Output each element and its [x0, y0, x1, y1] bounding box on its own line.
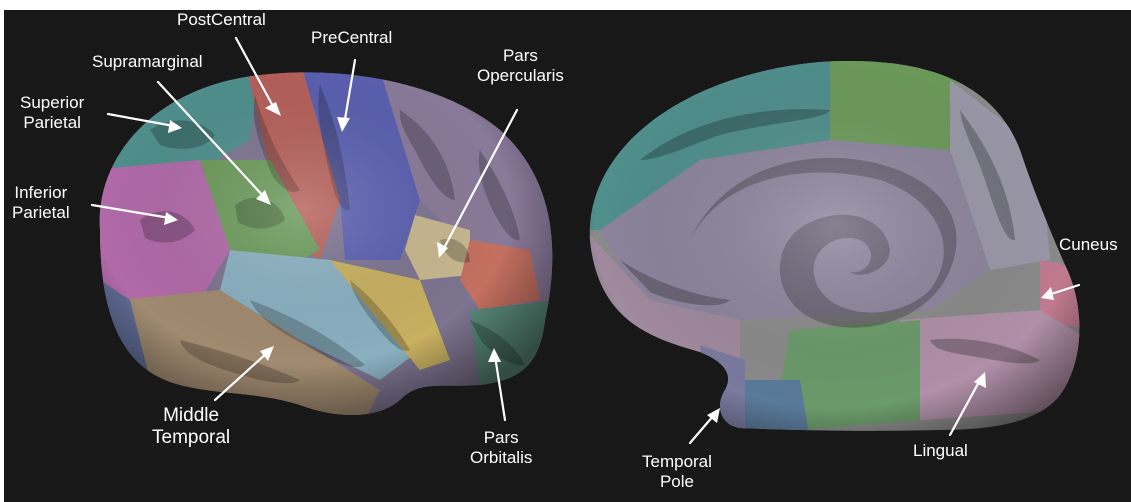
- label-postcentral: PostCentral: [177, 10, 266, 30]
- label-precentral: PreCentral: [311, 28, 392, 48]
- label-supramarginal: Supramarginal: [92, 52, 203, 72]
- label-lingual: Lingual: [913, 441, 968, 461]
- label-pars-opercularis: Pars Opercularis: [477, 46, 564, 86]
- arrow-temporal-pole: [690, 415, 714, 443]
- lateral-view: [85, 60, 560, 440]
- medial-view: [580, 50, 1090, 440]
- label-middle-temporal: Middle Temporal: [152, 405, 230, 449]
- label-inferior-parietal: Inferior Parietal: [12, 183, 70, 223]
- label-superior-parietal: Superior Parietal: [20, 93, 84, 133]
- label-temporal-pole: Temporal Pole: [642, 452, 712, 492]
- label-cuneus: Cuneus: [1059, 235, 1118, 255]
- label-pars-orbitalis: Pars Orbitalis: [470, 428, 532, 468]
